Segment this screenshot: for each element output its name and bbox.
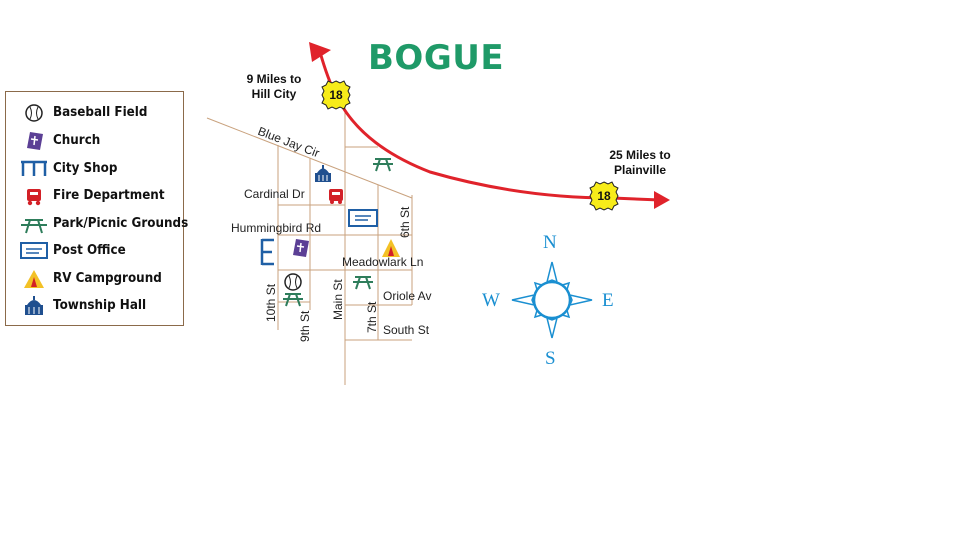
destination-hill-city: 9 Miles to Hill City — [238, 72, 310, 102]
post-office-icon — [348, 209, 378, 227]
rv-campground-icon — [382, 239, 400, 257]
destination-plainville-line2: Plainville — [613, 163, 667, 177]
church-icon — [27, 132, 43, 150]
compass-rose — [511, 261, 593, 339]
compass-south: S — [545, 348, 556, 369]
picnic-icon — [353, 276, 373, 290]
post-office-icon — [20, 242, 48, 259]
legend-label-fire-department: Fire Department — [53, 188, 165, 203]
fire-department-icon — [329, 189, 343, 204]
church-icon — [293, 239, 309, 257]
baseball-icon — [284, 273, 302, 291]
rv-campground-icon — [24, 270, 44, 288]
highway-shield-east: 18 — [589, 181, 619, 211]
picnic-icon — [283, 293, 303, 307]
legend-item-rv-campground: RV Campground — [6, 268, 184, 292]
shield-number-east: 18 — [597, 189, 611, 203]
legend-label-church: Church — [53, 133, 101, 148]
compass-west: W — [482, 290, 500, 311]
legend-item-township-hall: Township Hall — [6, 295, 184, 319]
map-title: BOGUE — [368, 38, 505, 78]
map-legend: Baseball Field Church City Shop Fire Dep… — [5, 91, 188, 326]
township-hall-icon — [315, 165, 331, 182]
destination-hill-city-line2: Hill City — [251, 87, 297, 101]
destination-hill-city-line1: 9 Miles to — [246, 72, 302, 86]
street-label-hummingbird: Hummingbird Rd — [231, 221, 322, 235]
destination-plainville: 25 Miles to Plainville — [600, 148, 680, 178]
legend-label-rv-campground: RV Campground — [53, 271, 162, 286]
legend-item-church: Church — [6, 130, 184, 154]
legend-label-city-shop: City Shop — [53, 161, 118, 176]
legend-label-picnic: Park/Picnic Grounds — [53, 216, 189, 231]
legend-item-post-office: Post Office — [6, 240, 184, 264]
city-shop-icon — [260, 238, 274, 266]
legend-item-baseball: Baseball Field — [6, 102, 184, 126]
township-hall-icon — [25, 296, 43, 315]
street-label-9th: 9th St — [298, 310, 312, 342]
street-label-oriole: Oriole Av — [383, 289, 432, 303]
street-grid — [206, 100, 413, 385]
legend-item-fire-department: Fire Department — [6, 185, 184, 209]
street-label-cardinal: Cardinal Dr — [244, 187, 305, 201]
picnic-icon — [373, 158, 393, 172]
fire-department-icon — [27, 189, 41, 206]
street-label-6th: 6th St — [398, 206, 412, 238]
street-label-7th: 7th St — [365, 301, 379, 333]
street-label-main: Main St — [331, 279, 345, 320]
picnic-icon — [21, 219, 47, 234]
destination-plainville-line1: 25 Miles to — [609, 148, 671, 162]
north-arrow-head — [309, 42, 331, 62]
baseball-icon — [25, 104, 43, 122]
shield-number-north: 18 — [329, 88, 343, 102]
street-label-south: South St — [383, 323, 430, 337]
street-label-10th: 10th St — [264, 283, 278, 322]
street-label-meadowlark: Meadowlark Ln — [342, 255, 424, 269]
legend-label-post-office: Post Office — [53, 243, 126, 258]
city-shop-icon — [21, 160, 47, 176]
compass-north: N — [543, 232, 557, 253]
legend-label-baseball: Baseball Field — [53, 105, 148, 120]
legend-label-township-hall: Township Hall — [53, 298, 147, 313]
legend-item-city-shop: City Shop — [6, 158, 184, 182]
compass-east: E — [602, 290, 614, 311]
legend-item-picnic: Park/Picnic Grounds — [6, 213, 188, 237]
highway-shield-north: 18 — [321, 80, 351, 110]
east-arrow-head — [654, 191, 670, 209]
